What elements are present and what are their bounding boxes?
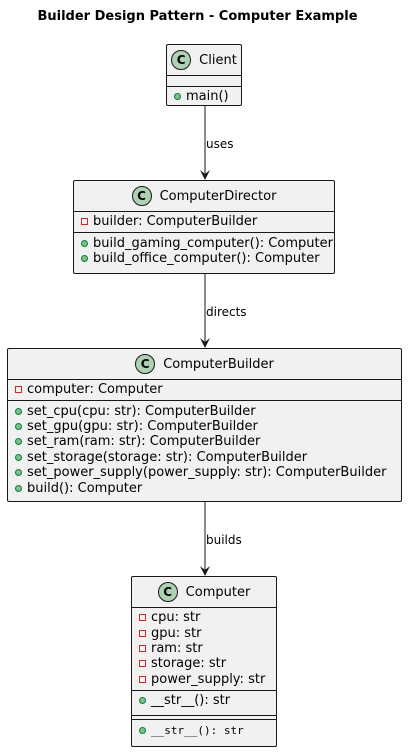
private-icon: [139, 644, 146, 652]
public-icon: [139, 697, 146, 705]
class-c-icon: C: [131, 186, 152, 206]
method-row: set_ram(ram: str): ComputerBuilder: [8, 434, 401, 449]
attribute-row: ram: str: [132, 641, 276, 656]
attribute-row: cpu: str: [132, 610, 276, 625]
method-row: set_gpu(gpu: str): ComputerBuilder: [8, 419, 401, 434]
public-icon: [15, 453, 22, 461]
private-icon: [15, 386, 22, 394]
class-name: ComputerDirector: [159, 188, 277, 204]
class-header: C Client: [167, 45, 241, 75]
public-icon: [15, 469, 22, 477]
class-computer-builder[interactable]: C ComputerBuilder computer: Computer set…: [7, 348, 402, 502]
class-name: Computer: [185, 584, 251, 600]
method-row: set_cpu(cpu: str): ComputerBuilder: [8, 403, 401, 419]
attributes-section: cpu: str gpu: str ram: str storage: str …: [132, 607, 276, 690]
public-icon: [15, 422, 22, 430]
class-c-icon: C: [157, 582, 178, 602]
attributes-section: builder: ComputerBuilder: [74, 211, 334, 232]
class-header: C ComputerBuilder: [8, 349, 401, 379]
attribute-row: builder: ComputerBuilder: [74, 214, 334, 229]
class-header: C ComputerDirector: [74, 181, 334, 211]
class-name: Client: [199, 52, 237, 68]
public-icon: [15, 438, 22, 446]
methods-section: __str__(): str: [132, 689, 276, 713]
method-row: set_power_supply(power_supply: str): Com…: [8, 465, 401, 480]
attribute-row: computer: Computer: [8, 382, 401, 397]
public-icon: [15, 407, 22, 415]
public-icon: [139, 726, 146, 734]
relation-label-builds: builds: [206, 533, 242, 547]
class-c-icon: C: [171, 50, 192, 70]
public-icon: [174, 93, 181, 101]
method-row: __str__(): str: [132, 693, 276, 708]
class-name: ComputerBuilder: [163, 356, 274, 372]
method-row: main(): [167, 89, 241, 104]
method-row: __str__(): str: [132, 722, 276, 737]
extra-methods-section: __str__(): str: [132, 719, 276, 740]
method-row: build_office_computer(): Computer: [74, 251, 334, 266]
public-icon: [81, 239, 88, 247]
method-row: set_storage(storage: str): ComputerBuild…: [8, 450, 401, 465]
private-icon: [139, 629, 146, 637]
private-icon: [139, 675, 146, 683]
methods-section: main(): [167, 86, 241, 107]
method-row: build_gaming_computer(): Computer: [74, 235, 334, 251]
attributes-section: computer: Computer: [8, 379, 401, 400]
private-icon: [139, 660, 146, 668]
attribute-row: storage: str: [132, 656, 276, 671]
class-computer-director[interactable]: C ComputerDirector builder: ComputerBuil…: [73, 180, 335, 274]
method-row: build(): Computer: [8, 480, 401, 496]
methods-section: set_cpu(cpu: str): ComputerBuilder set_g…: [8, 400, 401, 498]
private-icon: [139, 614, 146, 622]
diagram-title: Builder Design Pattern - Computer Exampl…: [37, 9, 358, 24]
separator: [132, 715, 276, 719]
attributes-section: [167, 75, 241, 86]
public-icon: [81, 254, 88, 262]
public-icon: [15, 484, 22, 492]
attribute-row: power_supply: str: [132, 672, 276, 687]
private-icon: [81, 218, 88, 226]
methods-section: build_gaming_computer(): Computer build_…: [74, 232, 334, 269]
class-header: C Computer: [132, 577, 276, 607]
class-client[interactable]: C Client main(): [166, 44, 242, 106]
class-c-icon: C: [135, 354, 156, 374]
class-computer[interactable]: C Computer cpu: str gpu: str ram: str st…: [131, 576, 277, 747]
relation-label-uses: uses: [206, 137, 234, 151]
attribute-row: gpu: str: [132, 625, 276, 641]
relation-label-directs: directs: [206, 305, 247, 319]
